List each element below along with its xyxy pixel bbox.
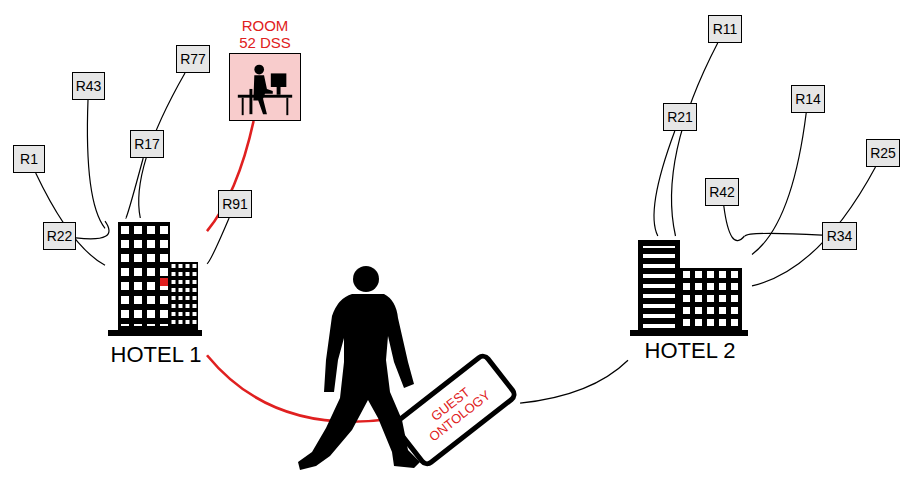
node-label: R91: [222, 196, 248, 212]
highlighted-link: [207, 121, 254, 231]
tower-windows: [638, 246, 680, 328]
room-box: R21: [663, 103, 697, 131]
phone-device: GUEST ONTOLOGY: [390, 350, 520, 470]
node-label: HOTEL 1: [105, 342, 207, 368]
wing: [170, 262, 198, 330]
link-wire: [752, 167, 876, 286]
node-label: R34: [827, 228, 853, 244]
room-box: R22: [43, 222, 76, 250]
room-window: [160, 278, 168, 286]
link-wire: [126, 158, 144, 218]
room-box: R25: [866, 139, 900, 167]
room-box: R77: [176, 45, 210, 73]
chair: [249, 89, 252, 114]
tower: [118, 222, 170, 330]
desk-leg: [242, 98, 244, 115]
node-label: R25: [870, 145, 896, 161]
link-wire: [520, 360, 628, 403]
body: [298, 294, 420, 470]
link-wire: [36, 173, 105, 265]
room-box: R43: [72, 72, 105, 100]
monitor: [271, 73, 287, 87]
node-label: R11: [713, 21, 738, 37]
node-label: R21: [667, 109, 693, 125]
highlighted-link: [207, 355, 390, 422]
office-illustration: [230, 54, 300, 120]
node-label: R17: [134, 136, 160, 152]
node-label: HOTEL 2: [628, 338, 752, 364]
base: [630, 330, 748, 336]
desk-top: [238, 95, 292, 98]
tower-windows: [118, 222, 170, 326]
wing: [680, 268, 742, 330]
room-box: R1: [13, 145, 45, 173]
dss-room: ROOM 52 DSS: [225, 17, 305, 121]
wing-windows: [680, 268, 742, 328]
office-box: [229, 53, 301, 121]
link-wire: [671, 43, 717, 236]
base: [108, 330, 202, 336]
hotel-building: HOTEL 2: [628, 236, 752, 364]
room-box: R91: [218, 190, 252, 218]
tower: [638, 240, 680, 330]
room-box: R42: [705, 178, 739, 206]
worker-body: [253, 75, 272, 114]
link-wire: [87, 100, 105, 228]
room-box: R14: [791, 85, 825, 113]
room-box: R34: [822, 222, 857, 250]
wing-windows: [170, 262, 198, 328]
node-label: R43: [76, 78, 102, 94]
link-wire: [724, 206, 745, 241]
node-label: GUEST ONTOLOGY: [414, 374, 496, 447]
room-box: R17: [130, 130, 164, 158]
node-label: R77: [180, 51, 206, 67]
node-label: ROOM 52 DSS: [235, 17, 295, 51]
hotel-building: [628, 236, 752, 338]
monitor-stand: [277, 87, 281, 95]
man-silhouette: [298, 266, 420, 470]
node-label: R42: [709, 184, 735, 200]
worker-head: [254, 65, 264, 75]
node-label: R1: [20, 151, 38, 167]
link-wire: [207, 218, 229, 264]
hotel-building: [105, 218, 207, 338]
node-label: R14: [795, 91, 821, 107]
desk-leg: [286, 98, 288, 115]
link-wire: [76, 221, 109, 239]
node-label: R22: [47, 228, 73, 244]
room-box: R11: [708, 15, 742, 43]
head: [353, 266, 379, 292]
link-wire: [745, 233, 822, 236]
hotel-building: HOTEL 1: [105, 218, 207, 368]
